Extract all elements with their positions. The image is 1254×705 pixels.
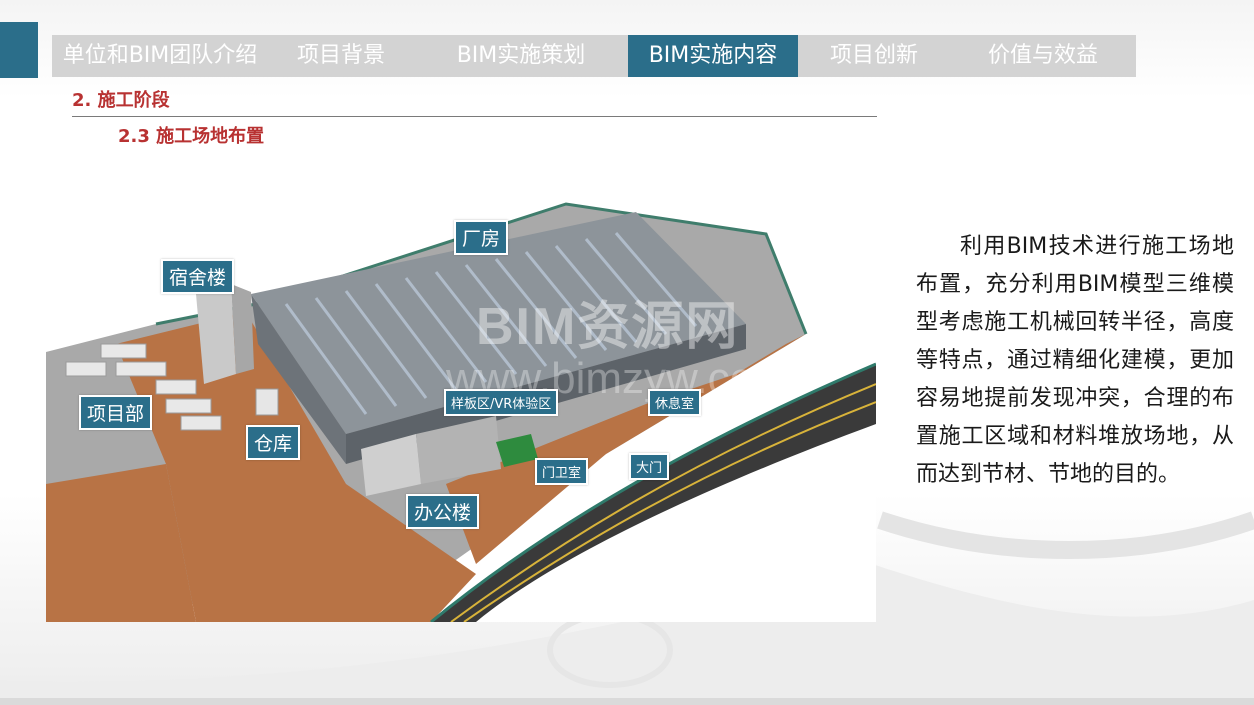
nav-tab-6[interactable]: 价值与效益 — [987, 43, 1098, 68]
label-guard-room: 门卫室 — [535, 458, 589, 485]
description-text: 利用BIM技术进行施工场地布置，充分利用BIM模型三维模型考虑施工机械回转半径，… — [916, 234, 1234, 487]
site-layout-image: BIM资源网 www.bimzyw.com 厂房 宿舍楼 项目部 仓库 样板区/… — [46, 184, 876, 622]
label-warehouse: 仓库 — [246, 425, 301, 460]
nav-tab-3[interactable]: BIM实施策划 — [456, 43, 586, 68]
label-rest-room: 休息室 — [648, 389, 702, 416]
nav-tab-1[interactable]: 单位和BIM团队介绍 — [62, 43, 258, 68]
office-building — [361, 434, 421, 496]
watermark-title: BIM资源网 — [476, 298, 740, 356]
corner-accent-block — [0, 22, 38, 78]
nav-tab-4[interactable]: BIM实施内容 — [628, 35, 798, 77]
project-department-buildings — [65, 343, 222, 431]
subsection-title: 2.3 施工场地布置 — [118, 126, 265, 147]
section-title: 2. 施工阶段 — [72, 90, 170, 111]
bottom-bar — [0, 698, 1254, 705]
label-office-building: 办公楼 — [406, 494, 480, 529]
top-navigation: 单位和BIM团队介绍 项目背景 BIM实施策划 BIM实施内容 项目创新 价值与效益 — [52, 35, 1136, 77]
label-project-department: 项目部 — [79, 395, 153, 430]
label-dormitory: 宿舍楼 — [161, 259, 235, 294]
warehouse-building — [255, 388, 279, 416]
sample-area — [496, 434, 538, 467]
label-main-gate: 大门 — [629, 453, 670, 480]
label-factory: 厂房 — [454, 220, 509, 255]
nav-tab-2[interactable]: 项目背景 — [296, 43, 385, 68]
section-divider — [72, 116, 877, 117]
ground-area — [116, 312, 476, 622]
dormitory-building — [196, 284, 236, 384]
label-sample-vr-area: 样板区/VR体验区 — [444, 389, 559, 416]
nav-tab-5[interactable]: 项目创新 — [829, 43, 918, 68]
